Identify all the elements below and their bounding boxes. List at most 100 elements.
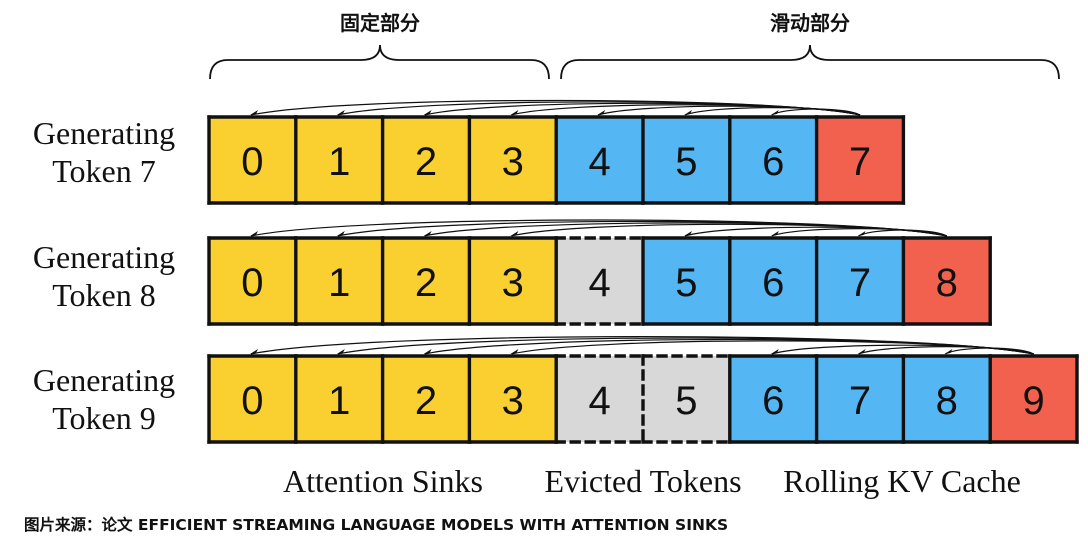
token-number: 0 (241, 140, 263, 184)
sliding-part-brace (560, 44, 1060, 80)
row-token-7: Generating Token 7 0 1 2 3 4 5 6 7 (33, 99, 906, 205)
token-cells: 0 1 2 3 4 5 6 7 (207, 115, 906, 205)
arrowhead (770, 349, 779, 354)
attention-arc (771, 228, 948, 237)
token-cell-rolling (556, 117, 643, 203)
arrowhead (944, 349, 953, 354)
arrowhead (423, 110, 432, 115)
fixed-part-label: 固定部分 (340, 11, 420, 35)
row-label-line2: Token 7 (52, 153, 156, 189)
token-cell-sink (382, 238, 470, 324)
token-cell-sink (382, 117, 470, 203)
token-number: 8 (936, 379, 958, 423)
arrowhead (336, 349, 345, 354)
attention-arc (771, 344, 1034, 355)
token-number: 4 (588, 140, 610, 184)
token-cell-rolling (816, 356, 904, 442)
token-number: 0 (241, 379, 263, 423)
arrowhead (510, 349, 519, 354)
token-number: 2 (415, 261, 437, 305)
row-label-line1: Generating (33, 362, 175, 398)
token-cell-rolling (816, 238, 904, 324)
arrowhead (423, 349, 432, 354)
arrowhead (336, 231, 345, 236)
token-cell-sink (295, 238, 383, 324)
token-number: 1 (328, 261, 350, 305)
arrowhead (770, 110, 779, 115)
token-number: 1 (328, 379, 350, 423)
token-cell-rolling (729, 356, 817, 442)
source-caption: 图片来源：论文 EFFICIENT STREAMING LANGUAGE MOD… (24, 515, 728, 534)
token-cell-sink (469, 238, 557, 324)
arrowhead (597, 110, 606, 115)
token-cell-sink (209, 356, 296, 442)
arrowhead (423, 231, 432, 236)
attention-arc (684, 107, 861, 116)
token-cell-rolling (729, 238, 817, 324)
attention-arcs (250, 99, 861, 116)
arrowhead (770, 231, 779, 236)
attention-arc (511, 340, 1034, 355)
token-number: 8 (936, 261, 958, 305)
token-number: 2 (415, 140, 437, 184)
attention-arc (598, 105, 861, 116)
legend-rolling-kv-cache: Rolling KV Cache (783, 463, 1021, 499)
sliding-part-label: 滑动部分 (770, 11, 850, 35)
attention-arcs (250, 219, 948, 237)
arrowhead (510, 110, 519, 115)
token-cell-rolling (903, 356, 991, 442)
token-number: 9 (1022, 379, 1044, 423)
token-number: 3 (502, 261, 524, 305)
arrowhead (684, 231, 692, 236)
token-cell-current (816, 117, 904, 203)
arrowhead (250, 349, 258, 354)
row-label-line2: Token 9 (52, 400, 156, 436)
token-number: 7 (849, 261, 871, 305)
token-cell-sink (209, 117, 296, 203)
token-number: 2 (415, 379, 437, 423)
token-number: 0 (241, 261, 263, 305)
attention-arc (684, 226, 947, 237)
token-cell-rolling (729, 117, 817, 203)
arrowhead (857, 349, 866, 354)
token-number: 5 (675, 261, 697, 305)
arrowhead (857, 231, 866, 236)
attention-arcs (250, 336, 1034, 355)
token-number: 7 (849, 379, 871, 423)
token-cell-sink (295, 356, 383, 442)
arrowhead (250, 110, 258, 115)
token-number: 7 (849, 140, 871, 184)
token-number: 5 (675, 140, 697, 184)
fixed-part-brace (209, 44, 550, 80)
token-number: 3 (502, 140, 524, 184)
arrowhead (684, 110, 692, 115)
token-cell-sink (382, 356, 470, 442)
token-cells: 0 1 2 3 4 5 6 7 8 (207, 236, 992, 326)
token-cell-evicted (556, 356, 643, 442)
arrowhead (250, 231, 258, 236)
token-number: 4 (588, 261, 610, 305)
token-cell-evicted (643, 356, 730, 442)
token-cell-sink (295, 117, 383, 203)
legend-evicted-tokens: Evicted Tokens (544, 463, 741, 499)
legend-attention-sinks: Attention Sinks (283, 463, 483, 499)
token-number: 4 (588, 379, 610, 423)
token-cell-current (990, 356, 1077, 442)
token-number: 6 (762, 261, 784, 305)
token-number: 6 (762, 140, 784, 184)
token-number: 1 (328, 140, 350, 184)
token-cell-sink (469, 356, 557, 442)
row-label-line1: Generating (33, 115, 175, 151)
row-label-line2: Token 8 (52, 277, 156, 313)
token-cell-evicted (556, 238, 643, 324)
token-cell-sink (469, 117, 557, 203)
token-cell-current (903, 238, 991, 324)
arrowhead (510, 231, 519, 236)
attention-arc (858, 346, 1034, 355)
token-cell-rolling (643, 117, 730, 203)
token-cell-rolling (643, 238, 730, 324)
